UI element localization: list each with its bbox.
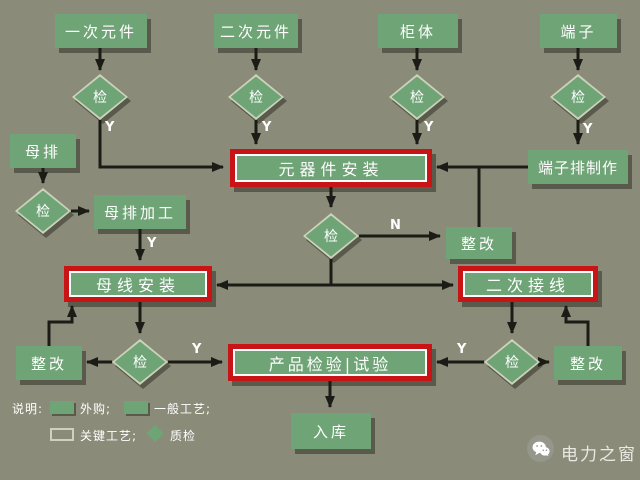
node-product-inspection-test-label: 产品检验|试验	[268, 354, 392, 374]
diamond-fill: 检	[305, 215, 357, 257]
node-busbar-label: 母排	[24, 142, 61, 161]
node-busbar: 母排	[10, 134, 76, 168]
watermark-text: 电力之窗	[561, 445, 637, 465]
diamond-fill: 检	[486, 341, 538, 383]
legend-outsourced-label: 外购;	[80, 402, 112, 416]
node-primary-parts: 一次元件	[55, 14, 147, 48]
wechat-icon	[527, 435, 554, 462]
diamond-fill: 检	[391, 76, 443, 118]
inspection-label: 检	[410, 90, 424, 106]
node-secondary-wiring-label: 二次接线	[485, 276, 570, 295]
inspection-diamond-busbar: 检	[15, 188, 71, 234]
node-busbar-machining: 母排加工	[94, 195, 186, 229]
node-cabinet-label: 柜体	[399, 22, 436, 41]
rework-box-center-label: 整改	[460, 234, 497, 253]
node-secondary-parts: 二次元件	[214, 14, 298, 48]
arrow-lines	[38, 48, 590, 408]
legend-quality-check-label: 质检	[170, 429, 197, 443]
node-terminal-strip-fabrication-label: 端子排制作	[537, 158, 618, 177]
wechat-bubbles	[532, 441, 550, 456]
node-terminal-strip-fabrication: 端子排制作	[528, 150, 628, 184]
inspection-diamond-primary-parts: 检	[72, 74, 128, 120]
legend-general-process-label: 一般工艺;	[154, 402, 212, 416]
legend-general-process-swatch	[124, 401, 148, 414]
diamond-fill: 检	[552, 76, 604, 118]
diamond-fill: 检	[114, 341, 166, 383]
legend-title: 说明:	[12, 402, 44, 416]
diamond-fill: 检	[17, 190, 69, 232]
inspection-diamond-terminal: 检	[550, 74, 606, 120]
inspection-label: 检	[571, 90, 585, 106]
legend-quality-check-swatch	[146, 425, 164, 442]
node-warehouse-in: 入库	[291, 413, 371, 449]
edge-label-yes-5: Y	[147, 236, 157, 251]
inspection-diamond-cabinet: 检	[389, 74, 445, 120]
rework-box-center: 整改	[446, 227, 512, 259]
edge-label-yes-7: Y	[457, 342, 467, 357]
rework-box-right: 整改	[554, 346, 622, 380]
rework-box-left-label: 整改	[30, 354, 67, 373]
node-busbar-installation-label: 母线安装	[95, 276, 180, 295]
inspection-label: 检	[93, 90, 107, 106]
node-cabinet: 柜体	[378, 14, 458, 48]
node-warehouse-in-label: 入库	[312, 422, 349, 441]
inspection-label: 检	[505, 355, 519, 371]
inspection-label: 检	[36, 204, 50, 220]
node-terminal: 端子	[540, 14, 617, 48]
legend-key-process-label: 关键工艺;	[80, 429, 138, 443]
inspection-diamond-busbar-installation: 检	[112, 339, 168, 385]
inspection-label: 检	[133, 355, 147, 371]
legend-key-process-swatch	[50, 428, 74, 441]
edge-label-yes-1: Y	[105, 120, 115, 135]
inspection-label: 检	[324, 229, 338, 245]
legend-outsourced-swatch	[50, 401, 74, 414]
inspection-label: 检	[249, 90, 263, 106]
inspection-diamond-secondary-parts: 检	[228, 74, 284, 120]
node-component-installation-label: 元器件安装	[278, 160, 384, 179]
node-primary-parts-label: 一次元件	[64, 22, 137, 41]
node-product-inspection-test: 产品检验|试验	[228, 344, 432, 381]
node-secondary-wiring: 二次接线	[458, 266, 598, 302]
inspection-diamond-component-installation: 检	[303, 213, 359, 259]
edge-label-yes-3: Y	[424, 120, 434, 135]
rework-box-left: 整改	[16, 346, 82, 380]
rework-box-right-label: 整改	[569, 354, 606, 373]
edge-label-yes-6: Y	[192, 342, 202, 357]
diamond-fill: 检	[74, 76, 126, 118]
diamond-fill: 检	[230, 76, 282, 118]
edge-label-yes-2: Y	[262, 120, 272, 135]
node-component-installation: 元器件安装	[230, 149, 432, 187]
node-terminal-label: 端子	[560, 22, 597, 41]
edge-label-yes-4: Y	[583, 122, 593, 137]
node-busbar-installation: 母线安装	[64, 266, 212, 302]
node-secondary-parts-label: 二次元件	[219, 22, 292, 41]
edge-label-no-1: N	[390, 218, 401, 233]
node-busbar-machining-label: 母排加工	[103, 203, 176, 222]
inspection-diamond-secondary-wiring: 检	[484, 339, 540, 385]
